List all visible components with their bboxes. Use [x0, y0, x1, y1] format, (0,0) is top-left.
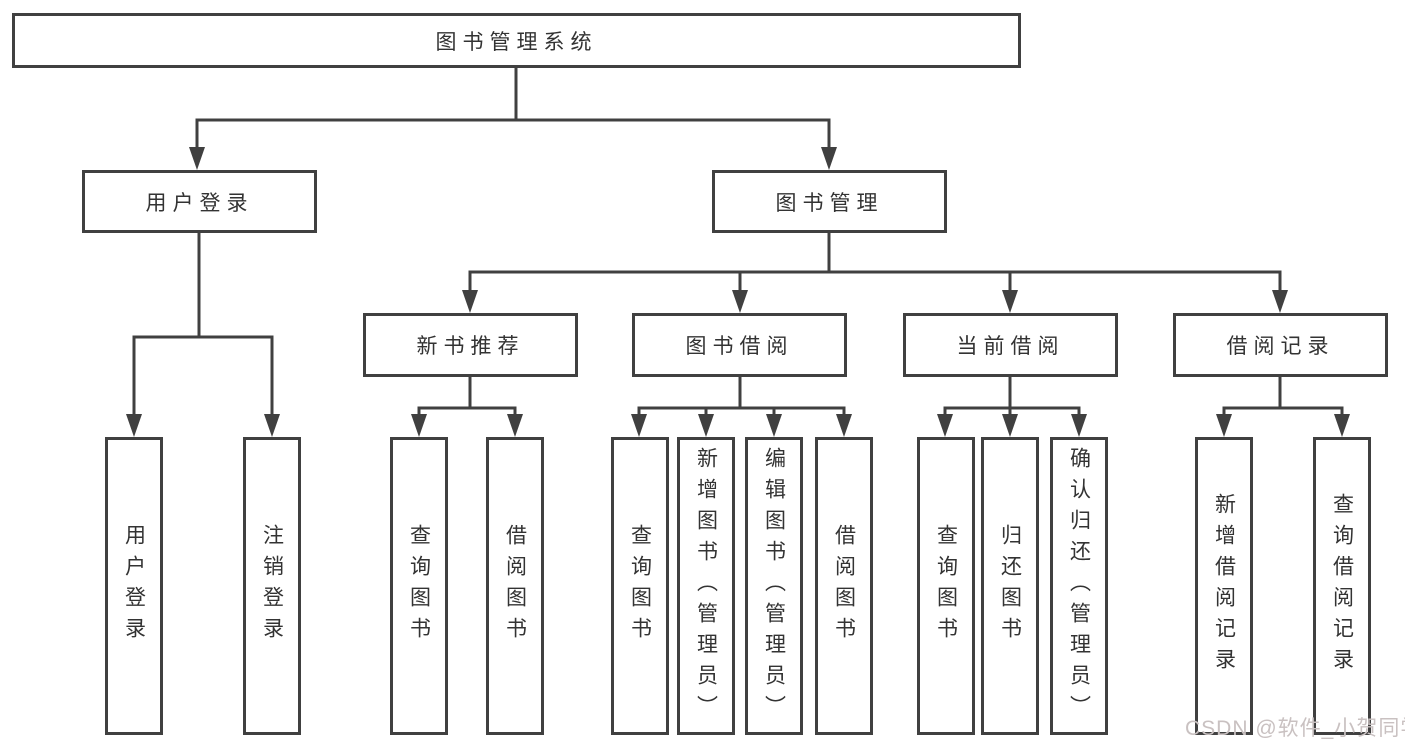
node-bb-query-book: 查询图书: [611, 437, 669, 735]
node-label: 用户登录: [122, 524, 146, 648]
node-label: 查询借阅记录: [1330, 493, 1354, 679]
node-br-add-record: 新增借阅记录: [1195, 437, 1253, 735]
node-label: 确认归还（管理员）: [1067, 446, 1091, 726]
node-root-system: 图书管理系统: [12, 13, 1021, 68]
node-label: 新增图书（管理员）: [694, 446, 718, 726]
node-label: 新增借阅记录: [1212, 493, 1236, 679]
node-nb-query-book: 查询图书: [390, 437, 448, 735]
node-book-borrow: 图书借阅: [632, 313, 847, 377]
node-cb-query-book: 查询图书: [917, 437, 975, 735]
node-label: 借阅图书: [832, 524, 856, 648]
node-br-query-record: 查询借阅记录: [1313, 437, 1371, 735]
node-cb-confirm-return-admin: 确认归还（管理员）: [1050, 437, 1108, 735]
node-label: 查询图书: [407, 524, 431, 648]
node-label: 查询图书: [628, 524, 652, 648]
node-cb-return-book: 归还图书: [981, 437, 1039, 735]
node-new-book-recommend: 新书推荐: [363, 313, 578, 377]
node-login-action: 用户登录: [105, 437, 163, 735]
node-label: 查询图书: [934, 524, 958, 648]
node-nb-borrow-book: 借阅图书: [486, 437, 544, 735]
csdn-watermark: CSDN @软件_小贺同学: [1185, 717, 1405, 740]
node-label: 借阅图书: [503, 524, 527, 648]
node-book-management: 图书管理: [712, 170, 947, 233]
node-label: 注销登录: [260, 524, 284, 648]
node-borrow-records: 借阅记录: [1173, 313, 1388, 377]
node-label: 编辑图书（管理员）: [762, 446, 786, 726]
node-label: 归还图书: [998, 524, 1022, 648]
node-bb-edit-book-admin: 编辑图书（管理员）: [745, 437, 803, 735]
node-bb-add-book-admin: 新增图书（管理员）: [677, 437, 735, 735]
node-logout-action: 注销登录: [243, 437, 301, 735]
node-user-login: 用户登录: [82, 170, 317, 233]
node-bb-borrow-book: 借阅图书: [815, 437, 873, 735]
node-current-borrow: 当前借阅: [903, 313, 1118, 377]
